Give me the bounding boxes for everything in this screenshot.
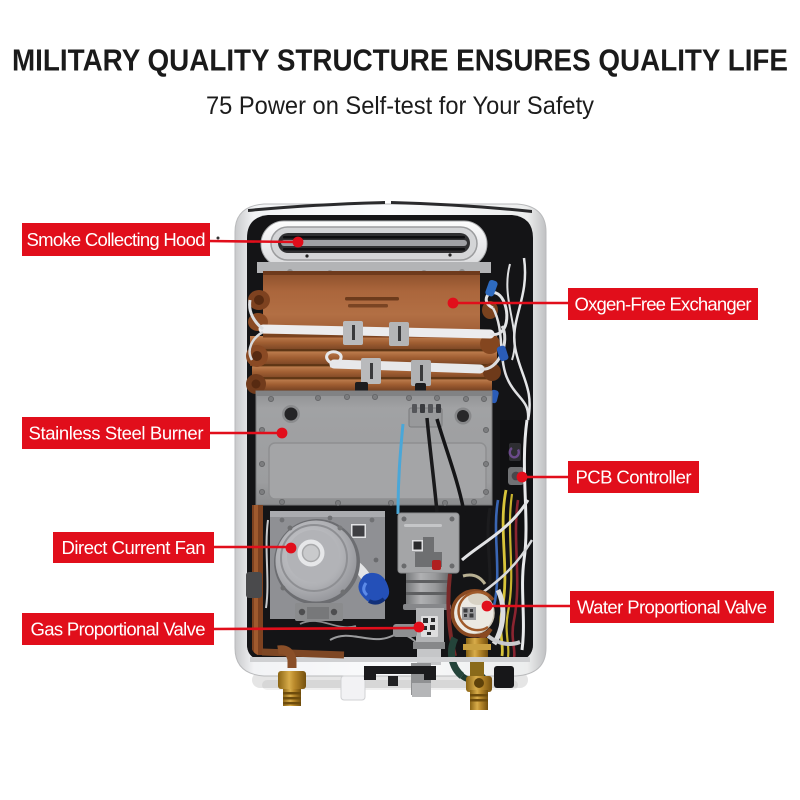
svg-text:Stainless Steel Burner: Stainless Steel Burner	[29, 423, 204, 444]
svg-text:Smoke Collecting Hood: Smoke Collecting Hood	[27, 229, 206, 250]
svg-text:Oxgen-Free Exchanger: Oxgen-Free Exchanger	[575, 294, 752, 315]
svg-text:Water Proportional Valve: Water Proportional Valve	[577, 597, 767, 618]
svg-text:75 Power on Self-test for Your: 75 Power on Self-test for Your Safety	[206, 92, 594, 120]
svg-text:PCB Controller: PCB Controller	[576, 467, 692, 488]
svg-text:Gas Proportional Valve: Gas Proportional Valve	[31, 619, 206, 640]
svg-text:Direct Current Fan: Direct Current Fan	[62, 537, 206, 558]
svg-text:MILITARY QUALITY STRUCTURE ENS: MILITARY QUALITY STRUCTURE ENSURES QUALI…	[12, 43, 788, 78]
